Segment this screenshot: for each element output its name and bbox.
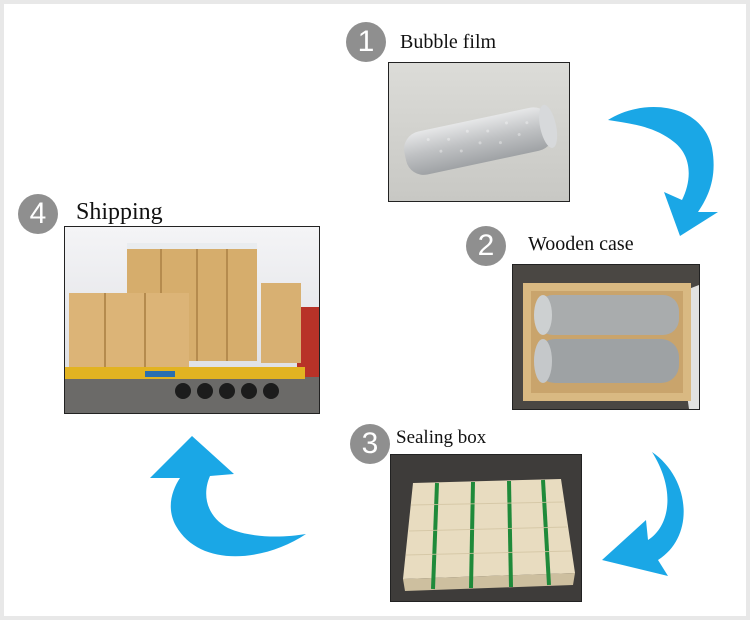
packing-process-diagram: 1 Bubble film	[4, 4, 746, 616]
curved-arrow-icon	[150, 436, 306, 557]
step-3-label: Sealing box	[396, 427, 487, 448]
step-4-label: Shipping	[76, 199, 163, 225]
step-1-badge: 1	[346, 22, 386, 62]
step-3-badge: 3	[350, 424, 390, 464]
step-4-badge: 4	[18, 194, 58, 234]
bubble-film-photo	[388, 62, 570, 202]
step-2-badge: 2	[466, 226, 506, 266]
step-1-label: Bubble film	[400, 31, 497, 53]
step-2-label: Wooden case	[528, 233, 634, 255]
wooden-case-photo	[512, 264, 700, 410]
curved-arrow-icon	[602, 452, 684, 576]
shipping-photo	[64, 226, 320, 414]
sealing-box-photo	[390, 454, 582, 602]
curved-arrow-icon	[608, 107, 718, 236]
